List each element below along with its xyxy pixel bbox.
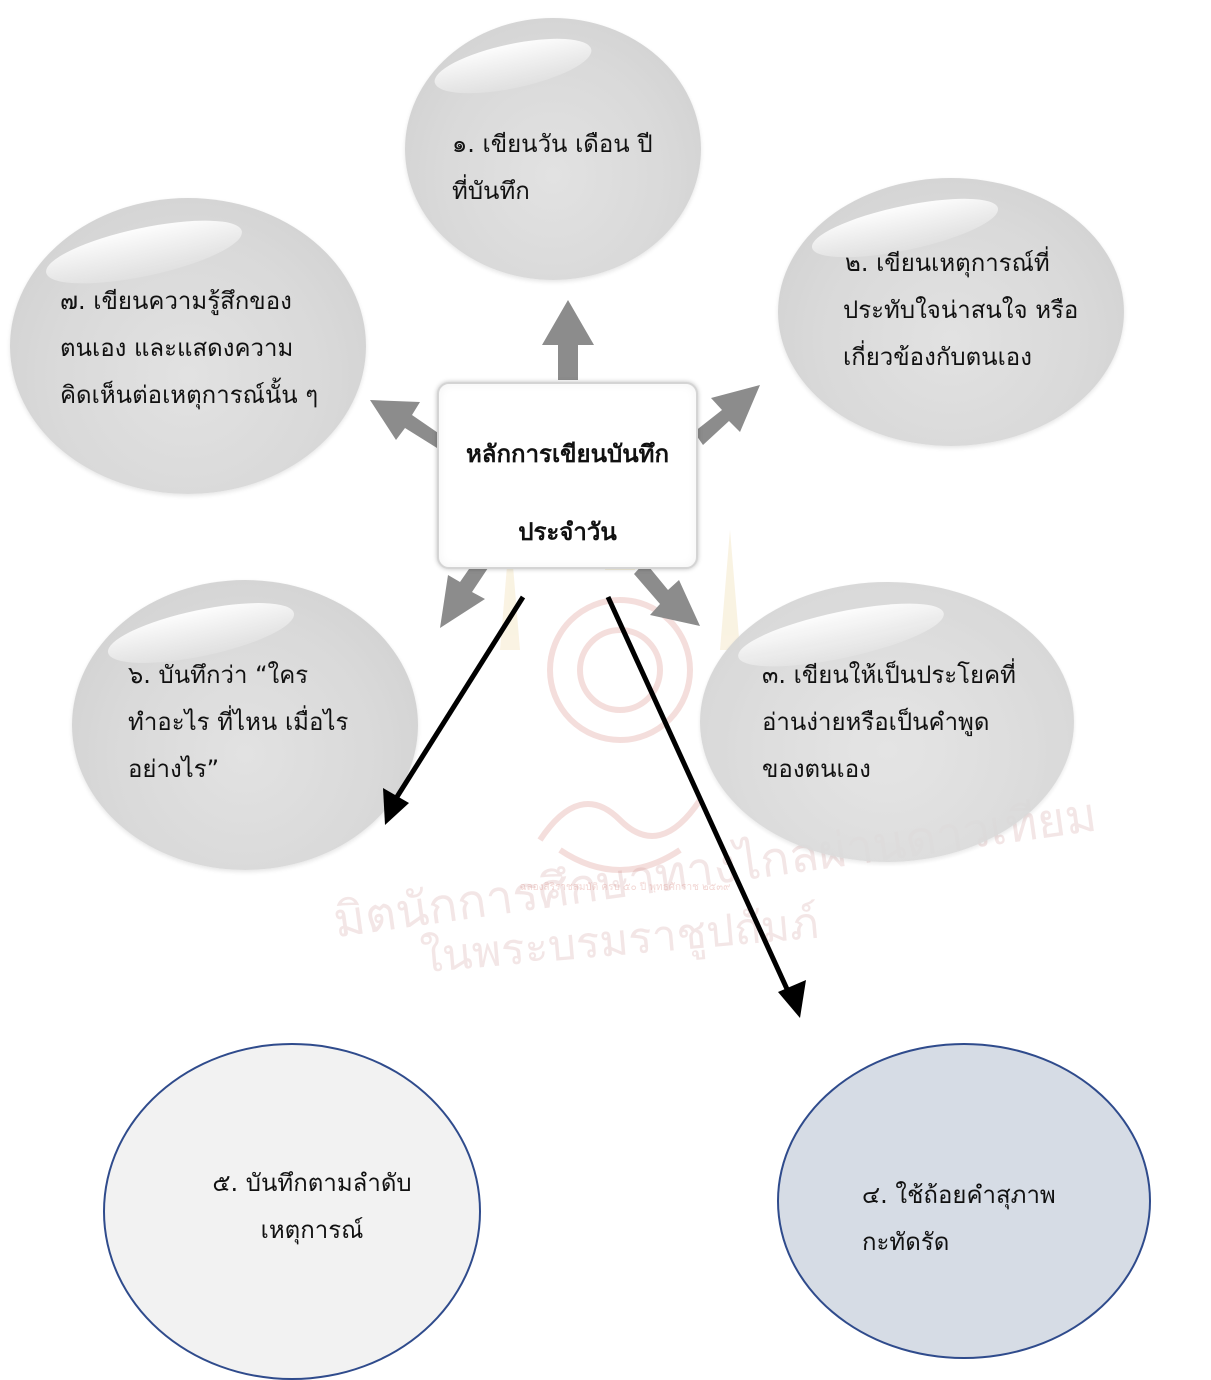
center-title-line1: หลักการเขียนบันทึก bbox=[465, 440, 670, 468]
arrow-to-node-1 bbox=[542, 300, 594, 380]
arrowhead-node-5 bbox=[383, 788, 409, 825]
node-3-text: ๓. เขียนให้เป็นประโยคที่อ่านง่ายหรือเป็น… bbox=[762, 661, 1016, 783]
node-7-bubble bbox=[10, 198, 366, 494]
arrow-to-node-6 bbox=[440, 556, 490, 628]
center-topic-box: หลักการเขียนบันทึก ประจำวัน bbox=[437, 382, 698, 569]
node-5-text: ๕. บันทึกตามลำดับเหตุการณ์ bbox=[212, 1169, 412, 1244]
node-6-text: ๖. บันทึกว่า “ใครทำอะไร ที่ไหน เมื่อไรอย… bbox=[128, 661, 349, 783]
node-2-bubble bbox=[778, 178, 1124, 446]
center-title-line2: ประจำวัน bbox=[518, 518, 617, 546]
arrow-to-node-3 bbox=[634, 562, 700, 626]
node-2-text: ๒. เขียนเหตุการณ์ที่ประทับใจน่าสนใจ หรือ… bbox=[843, 249, 1079, 371]
arrow-to-node-4 bbox=[605, 595, 795, 1002]
node-1-bubble bbox=[405, 18, 701, 280]
node-7-text: ๗. เขียนความรู้สึกของตนเอง และแสดงความคิ… bbox=[60, 287, 319, 409]
node-5-ellipse bbox=[103, 1043, 481, 1380]
gray-arrows bbox=[370, 300, 760, 628]
arrow-to-node-5 bbox=[392, 595, 526, 802]
node-6-bubble bbox=[72, 580, 418, 870]
arrow-to-node-7 bbox=[370, 400, 444, 448]
node-1-text: ๑. เขียนวัน เดือน ปีที่บันทึก bbox=[452, 130, 653, 205]
arrow-to-node-2 bbox=[694, 385, 760, 445]
node-4-ellipse bbox=[777, 1043, 1151, 1359]
watermark-seal-text: ฉลองสิริราชสมบัติ ครบ ๕๐ ปี พุทธศักราช ๒… bbox=[520, 881, 731, 893]
node-4-text: ๔. ใช้ถ้อยคำสุภาพกะทัดรัด bbox=[862, 1181, 1056, 1256]
arrowhead-node-4 bbox=[778, 980, 806, 1018]
node-3-bubble bbox=[700, 582, 1074, 862]
